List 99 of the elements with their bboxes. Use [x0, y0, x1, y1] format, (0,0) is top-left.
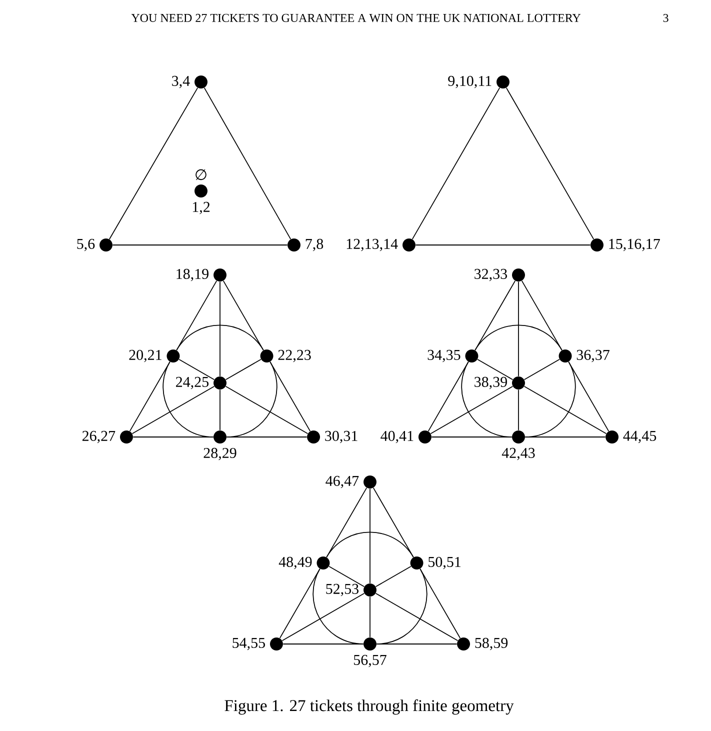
node-label: 9,10,11: [448, 76, 492, 88]
node-label: 3,4: [172, 76, 190, 88]
line: [415, 244, 591, 246]
node-label: 22,23: [278, 350, 311, 362]
node-label: 24,25: [176, 376, 209, 390]
line: [428, 361, 469, 432]
labelled-point: 20,21: [129, 350, 180, 362]
labelled-point: 15,16,17: [590, 238, 660, 252]
labelled-point: 56,57: [354, 638, 386, 668]
line: [178, 358, 215, 380]
line: [518, 281, 519, 377]
line: [222, 280, 264, 351]
labelled-point: 30,31: [307, 430, 358, 444]
labelled-point: 5,6: [77, 238, 112, 252]
node-label: 30,31: [325, 430, 358, 444]
line: [225, 386, 308, 434]
line: [412, 87, 500, 240]
line: [372, 487, 414, 558]
node-label: 12,13,14: [346, 238, 398, 252]
node-label: ∅: [196, 169, 206, 180]
line: [326, 487, 368, 558]
line: [375, 592, 458, 642]
line: [282, 592, 365, 642]
labelled-point: 34,35: [428, 350, 478, 362]
figure-caption: Figure 1. 27 tickets through finite geometry: [224, 699, 514, 715]
page-number: 3: [663, 14, 668, 22]
line: [524, 358, 560, 380]
node-label: 5,6: [77, 238, 95, 252]
node-label: 52,53: [326, 584, 359, 596]
node-label: 44,45: [623, 430, 656, 444]
labelled-point: 9,10,11: [448, 76, 510, 88]
node-label: 42,43: [502, 448, 535, 460]
line: [176, 280, 218, 351]
labelled-point: 18,19: [176, 268, 226, 282]
node-label: 50,51: [428, 556, 461, 570]
line: [129, 361, 170, 432]
node-label: 28,29: [204, 448, 236, 460]
node-label: 18,19: [176, 268, 208, 282]
circle-arc: [226, 361, 278, 438]
node-label: 32,33: [474, 268, 508, 282]
line: [568, 361, 610, 432]
node-label: 20,21: [129, 350, 162, 362]
node-label: 15,16,17: [609, 238, 660, 252]
circle-arc: [312, 568, 364, 644]
node-label: 7,8: [306, 238, 324, 252]
labelled-point: ∅ 1,2: [192, 169, 210, 214]
line: [477, 358, 514, 380]
node-label: 26,27: [82, 430, 116, 444]
node-label: 40,41: [380, 430, 414, 444]
line: [204, 87, 292, 240]
labelled-point: 38,39: [474, 376, 525, 390]
labelled-point: 52,53: [326, 584, 376, 596]
circle-arc: [474, 324, 562, 351]
line: [225, 358, 262, 380]
labelled-point: 46,47: [326, 476, 376, 488]
line: [524, 386, 607, 434]
node-label: 46,47: [326, 476, 359, 488]
line: [108, 87, 198, 240]
line: [279, 568, 320, 639]
node-label: 34,35: [428, 350, 460, 362]
node-label: 38,39: [474, 376, 507, 390]
node-label: 1,2: [192, 202, 210, 214]
line: [375, 566, 412, 588]
line: [521, 280, 562, 351]
circle-arc: [524, 361, 576, 438]
circle-arc: [326, 532, 414, 558]
circle-arc: [376, 568, 428, 644]
labelled-point: 36,37: [558, 350, 610, 362]
labelled-point: 22,23: [260, 350, 311, 362]
line: [474, 280, 516, 351]
node-label: 56,57: [354, 654, 386, 668]
labelled-point: 7,8: [288, 238, 324, 252]
labelled-point: 58,59: [457, 638, 508, 650]
labelled-point: 28,29: [204, 430, 236, 460]
labelled-point: 50,51: [410, 556, 461, 570]
circle-arc: [162, 361, 214, 438]
node-label: 48,49: [278, 556, 312, 570]
node-label: 58,59: [475, 638, 508, 650]
node-label: 54,55: [232, 638, 265, 650]
labelled-point: 44,45: [606, 430, 656, 444]
line: [518, 389, 519, 431]
labelled-point: 12,13,14: [346, 238, 416, 252]
labelled-point: 42,43: [502, 430, 535, 460]
labelled-point: 32,33: [474, 268, 525, 282]
labelled-point: 40,41: [380, 430, 432, 444]
labelled-point: 24,25: [176, 376, 226, 390]
labelled-point: 54,55: [232, 638, 283, 650]
line: [112, 244, 288, 246]
line: [328, 566, 365, 588]
labelled-point: 3,4: [172, 76, 208, 88]
labelled-point: 26,27: [82, 430, 133, 444]
running-header: YOU NEED 27 TICKETS TO GUARANTEE A WIN ON THE UK NATIONAL LOTTERY: [131, 14, 581, 22]
node-label: 36,37: [576, 350, 610, 362]
line: [506, 87, 594, 240]
circle-arc: [461, 361, 512, 438]
circle-arc: [176, 324, 264, 351]
line: [132, 386, 215, 434]
labelled-point: 48,49: [278, 556, 330, 570]
line: [430, 386, 514, 434]
